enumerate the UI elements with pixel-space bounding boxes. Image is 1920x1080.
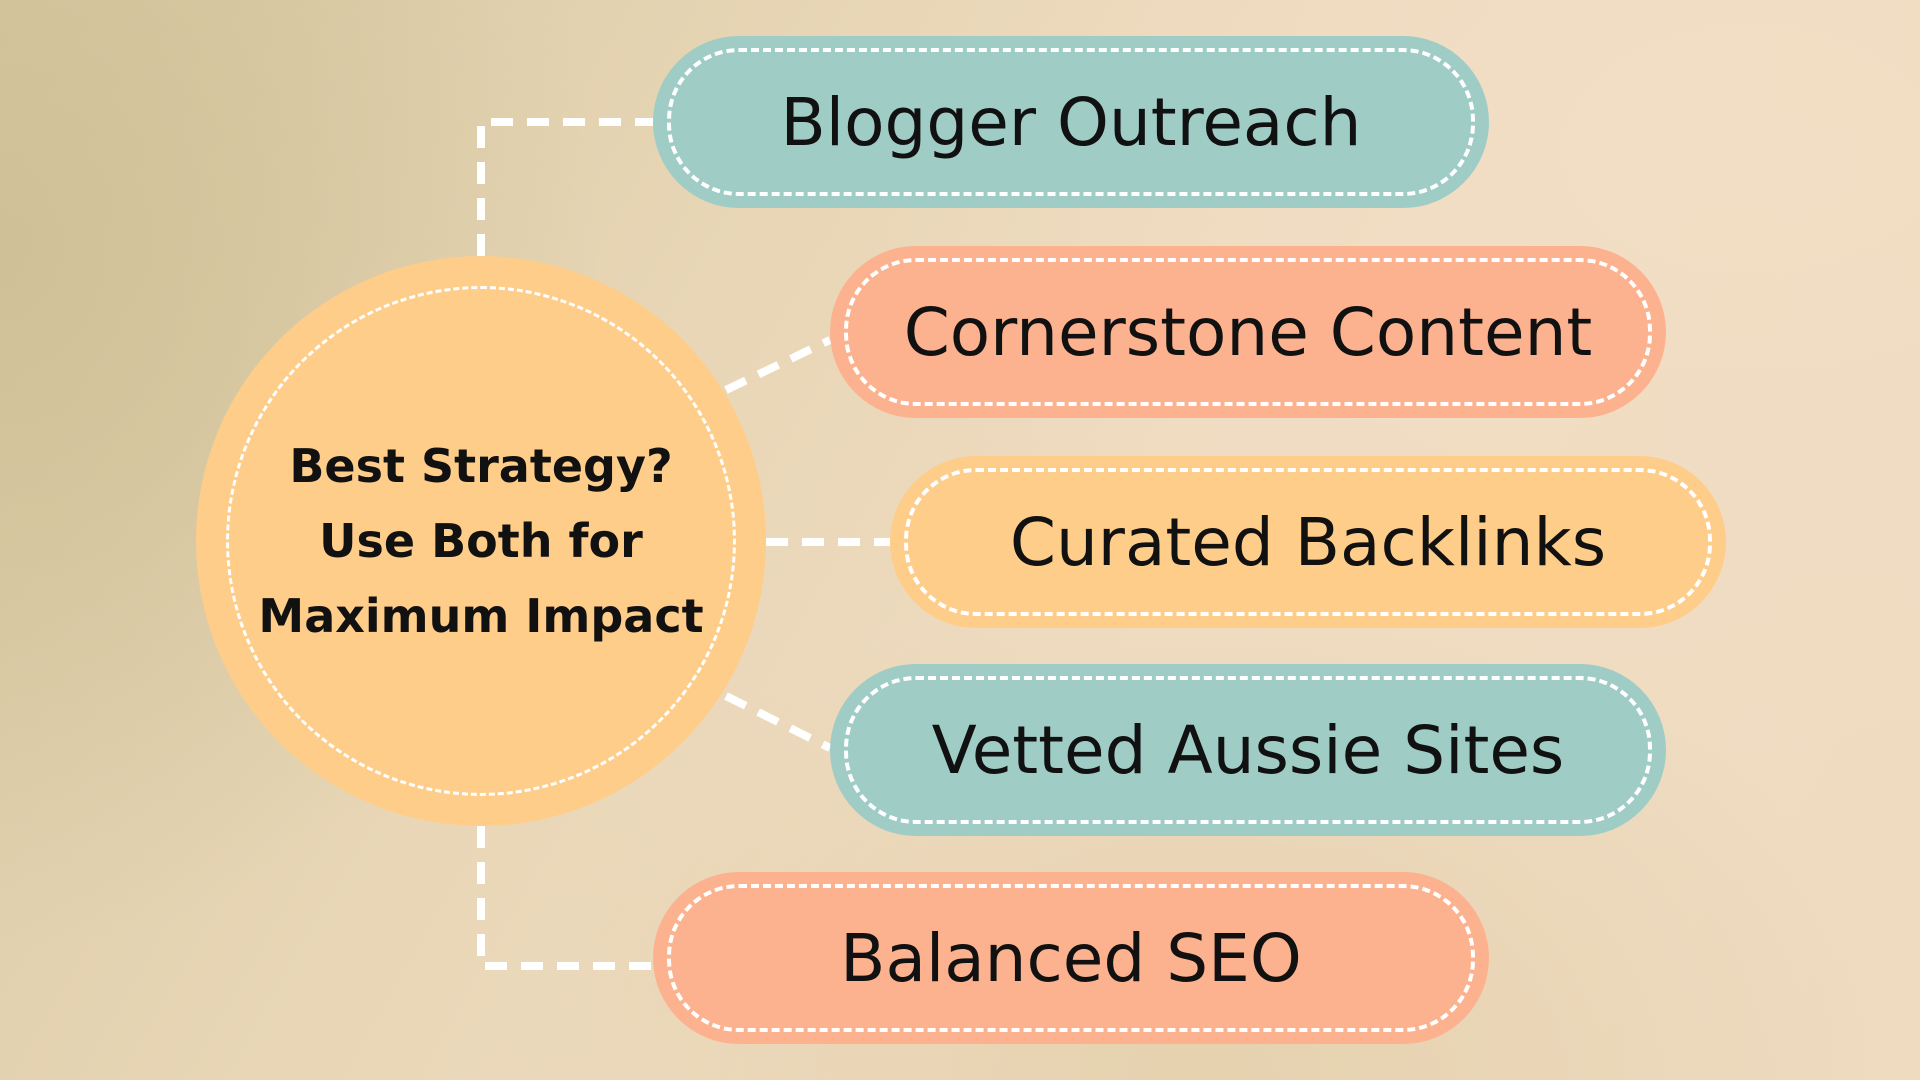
item-label: Cornerstone Content: [903, 293, 1593, 371]
item-label: Curated Backlinks: [1009, 503, 1607, 581]
item-dashed-border: [667, 48, 1475, 196]
item-dashed-border: [844, 676, 1652, 824]
connector-blogger-outreach: [477, 118, 653, 256]
item-label: Vetted Aussie Sites: [931, 711, 1565, 789]
connector-balanced-seo: [477, 826, 653, 970]
item-dashed-border: [904, 468, 1712, 616]
item-blogger-outreach: Blogger Outreach: [653, 36, 1489, 208]
item-balanced-seo: Balanced SEO: [653, 872, 1489, 1044]
item-label: Blogger Outreach: [780, 83, 1362, 161]
item-curated-backlinks: Curated Backlinks: [890, 456, 1726, 628]
item-dashed-border: [667, 884, 1475, 1032]
connector-vetted-aussie-sites: [724, 692, 832, 752]
hub-title: Best Strategy? Use Both for Maximum Impa…: [258, 438, 704, 643]
connector-cornerstone-content: [724, 336, 832, 394]
central-hub-circle: Best Strategy? Use Both for Maximum Impa…: [196, 256, 766, 826]
hub-dashed-border: [226, 286, 736, 796]
item-dashed-border: [844, 258, 1652, 406]
item-vetted-aussie-sites: Vetted Aussie Sites: [830, 664, 1666, 836]
item-cornerstone-content: Cornerstone Content: [830, 246, 1666, 418]
item-label: Balanced SEO: [840, 919, 1302, 997]
